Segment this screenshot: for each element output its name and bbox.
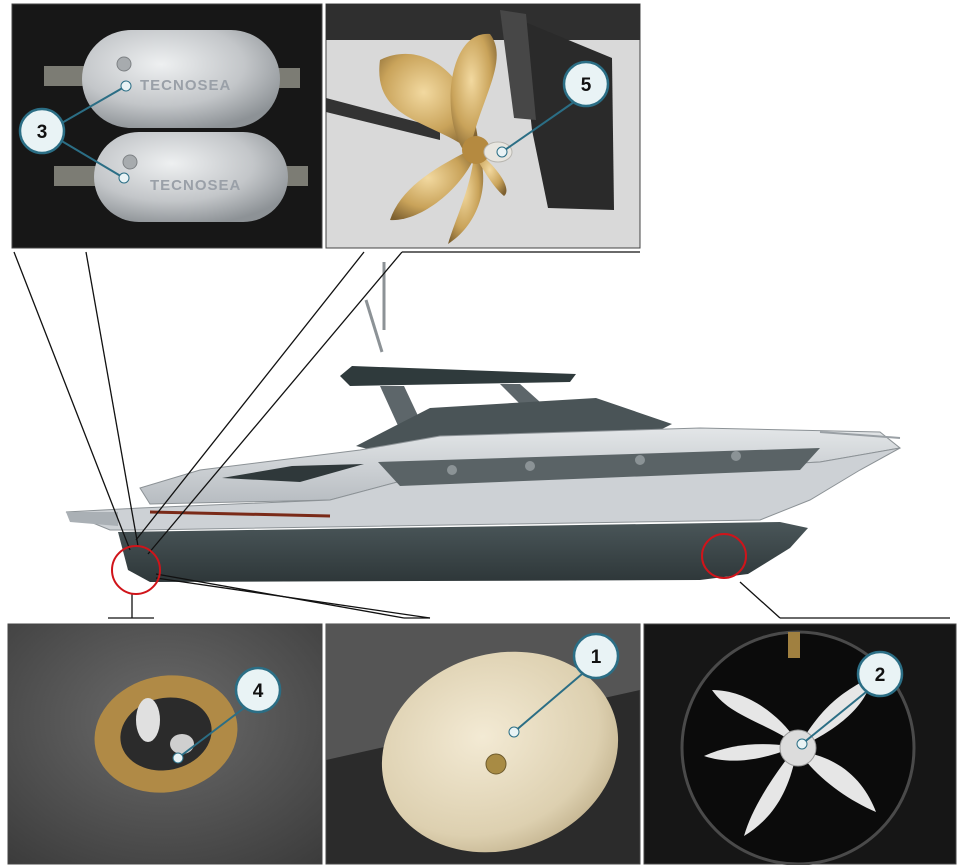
callout-number: 4 xyxy=(253,681,264,702)
callout-number: 3 xyxy=(37,122,48,143)
callout-number: 2 xyxy=(875,665,886,686)
photo-propeller-shaft-anode xyxy=(326,4,640,248)
photo-flush-anode xyxy=(8,624,322,864)
anode-stamp-lower: TECNOSEA xyxy=(150,177,241,194)
callout-number: 5 xyxy=(581,75,592,96)
anode-stamp-upper: TECNOSEA xyxy=(140,77,231,94)
hardtop xyxy=(340,366,576,386)
boat-profile xyxy=(66,262,900,582)
hull-bottom xyxy=(118,522,808,582)
thruster-anode xyxy=(780,730,816,766)
callout-number: 1 xyxy=(591,647,602,668)
